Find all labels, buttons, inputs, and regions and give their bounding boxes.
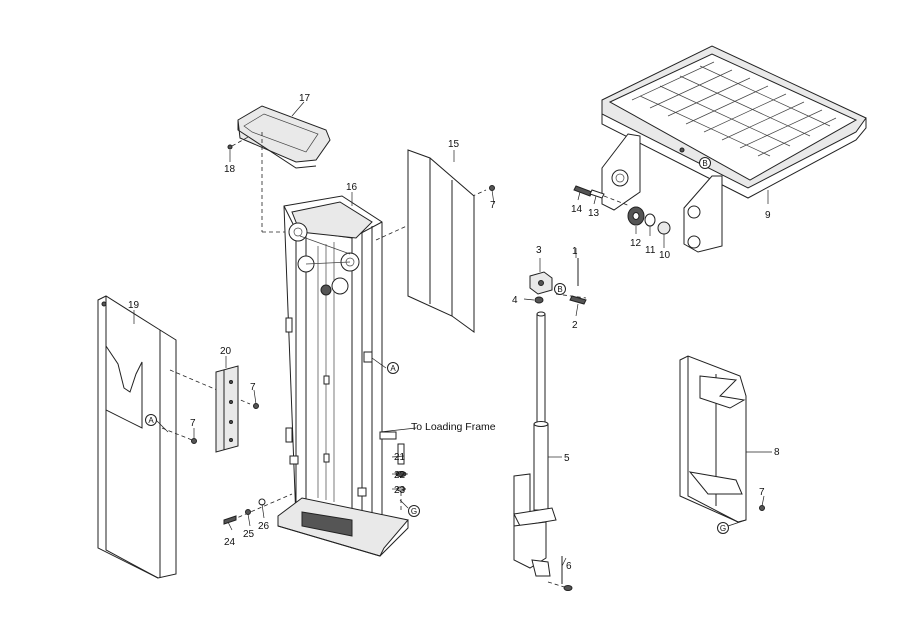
- part-2-bolt: [569, 295, 587, 305]
- svg-text:B: B: [702, 159, 707, 168]
- part-12-roller-hub: [632, 212, 640, 220]
- svg-text:A: A: [148, 416, 154, 425]
- callout-23: 23: [394, 485, 406, 496]
- callout-15: 15: [448, 139, 460, 150]
- callout-22: 22: [394, 470, 406, 481]
- reference-g-guard: G: [717, 522, 729, 534]
- part-7-screw: [253, 403, 259, 409]
- callout-25: 25: [243, 529, 255, 540]
- part-21-bolt: [397, 443, 405, 465]
- part-13-spacer: [589, 189, 605, 199]
- leader-lines: [133, 101, 772, 567]
- svg-text:G: G: [720, 524, 726, 533]
- callout-21: 21: [394, 452, 406, 463]
- callout-7: 7: [759, 487, 765, 498]
- part-3-clamp-hole: [538, 280, 544, 286]
- svg-text:A: A: [390, 364, 396, 373]
- callout-18: 18: [224, 164, 236, 175]
- svg-text:G: G: [411, 507, 417, 516]
- part-15-side-panel: [407, 149, 475, 333]
- callout-10: 10: [659, 250, 671, 261]
- svg-text:B: B: [557, 285, 562, 294]
- part-7-screw: [489, 185, 495, 191]
- part-14-screw: [573, 185, 593, 197]
- part-11-washer: [644, 213, 656, 227]
- reference-a-cover: A: [145, 414, 157, 426]
- callout-19: 19: [128, 300, 140, 311]
- callout-9: 9: [765, 210, 771, 221]
- callout-13: 13: [588, 208, 600, 219]
- platform-grate-slots: [631, 61, 837, 157]
- reference-b-platform: B: [699, 157, 711, 169]
- part-8-guard: [679, 355, 747, 523]
- callout-14: 14: [571, 204, 583, 215]
- to-loading-frame-label: To Loading Frame: [411, 421, 496, 433]
- part-7-screw: [191, 438, 197, 444]
- part-18-screw: [227, 144, 233, 150]
- part-10-cap: [657, 221, 671, 235]
- part-7-screw: [759, 505, 765, 511]
- part-9-platform: [601, 45, 867, 253]
- callout-2: 2: [572, 320, 578, 331]
- part-20-mounting-bracket: [215, 365, 239, 453]
- callout-8: 8: [774, 447, 780, 458]
- callout-20: 20: [220, 346, 232, 357]
- assembly-dash-line: [231, 135, 251, 147]
- callout-5: 5: [564, 453, 570, 464]
- callout-1: 1: [572, 246, 578, 257]
- callout-3: 3: [536, 245, 542, 256]
- assembly-dash-line: [603, 195, 631, 207]
- reference-b-actuator: B: [554, 283, 566, 295]
- callout-4: 4: [512, 295, 518, 306]
- part-4-nut: [534, 296, 544, 304]
- part-25-nut: [245, 509, 251, 515]
- part-24-bolt: [223, 515, 237, 525]
- reference-a-main: A: [387, 362, 399, 374]
- callout-7: 7: [250, 382, 256, 393]
- part-16-column-frame: [277, 195, 409, 557]
- part-19-front-cover: [97, 295, 177, 579]
- callout-7: 7: [190, 418, 196, 429]
- callout-7: 7: [490, 200, 496, 211]
- part-17-top-cover: [237, 105, 331, 169]
- part-6-clip: [563, 585, 573, 591]
- callout-17: 17: [299, 93, 311, 104]
- callout-12: 12: [630, 238, 642, 249]
- callout-11: 11: [645, 245, 656, 256]
- callout-26: 26: [258, 521, 270, 532]
- callout-16: 16: [346, 182, 358, 193]
- assembly-dash-line: [231, 493, 293, 521]
- assembly-dash-line: [555, 293, 587, 299]
- assembly-dash-line: [161, 427, 193, 441]
- callout-24: 24: [224, 537, 236, 548]
- callout-6: 6: [566, 561, 572, 572]
- reference-g-base: G: [408, 505, 420, 517]
- part-5-actuator: [513, 311, 557, 577]
